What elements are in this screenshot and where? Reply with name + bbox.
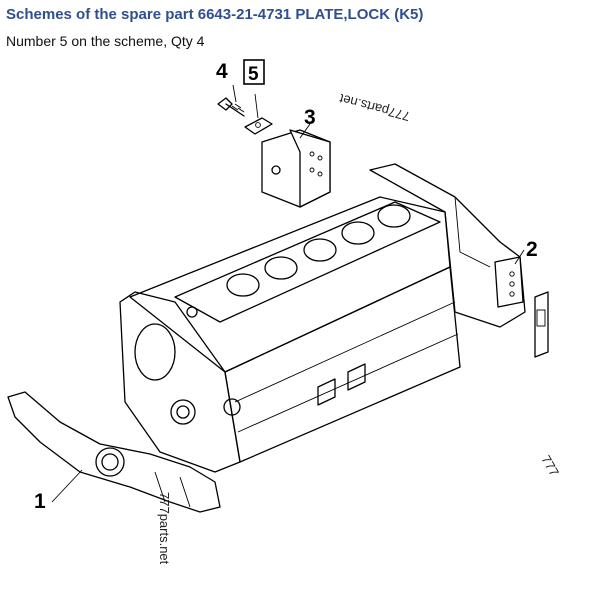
- engine-block: [119, 163, 549, 473]
- page-title: Schemes of the spare part 6643-21-4731 P…: [6, 6, 424, 23]
- mounting-plate: [261, 129, 331, 208]
- highlight-box: [243, 59, 265, 85]
- leader-lines: [51, 84, 525, 503]
- watermark-top: 777parts.net: [337, 91, 411, 124]
- parts-diagram: 4 5 3 2 1 777parts.net 777parts.net 777: [7, 59, 562, 565]
- watermark-right: 777: [538, 452, 562, 478]
- callout-3: 3: [304, 106, 316, 129]
- lock-plate: [244, 117, 273, 135]
- bolt: [217, 97, 245, 117]
- callout-5: 5: [248, 64, 259, 85]
- callout-1: 1: [34, 490, 46, 513]
- callout-4: 4: [216, 60, 228, 83]
- callout-2: 2: [526, 238, 538, 261]
- watermark-bottom: 777parts.net: [157, 492, 172, 565]
- front-support-bracket: [7, 391, 221, 513]
- part-subtitle: Number 5 on the scheme, Qty 4: [6, 33, 205, 49]
